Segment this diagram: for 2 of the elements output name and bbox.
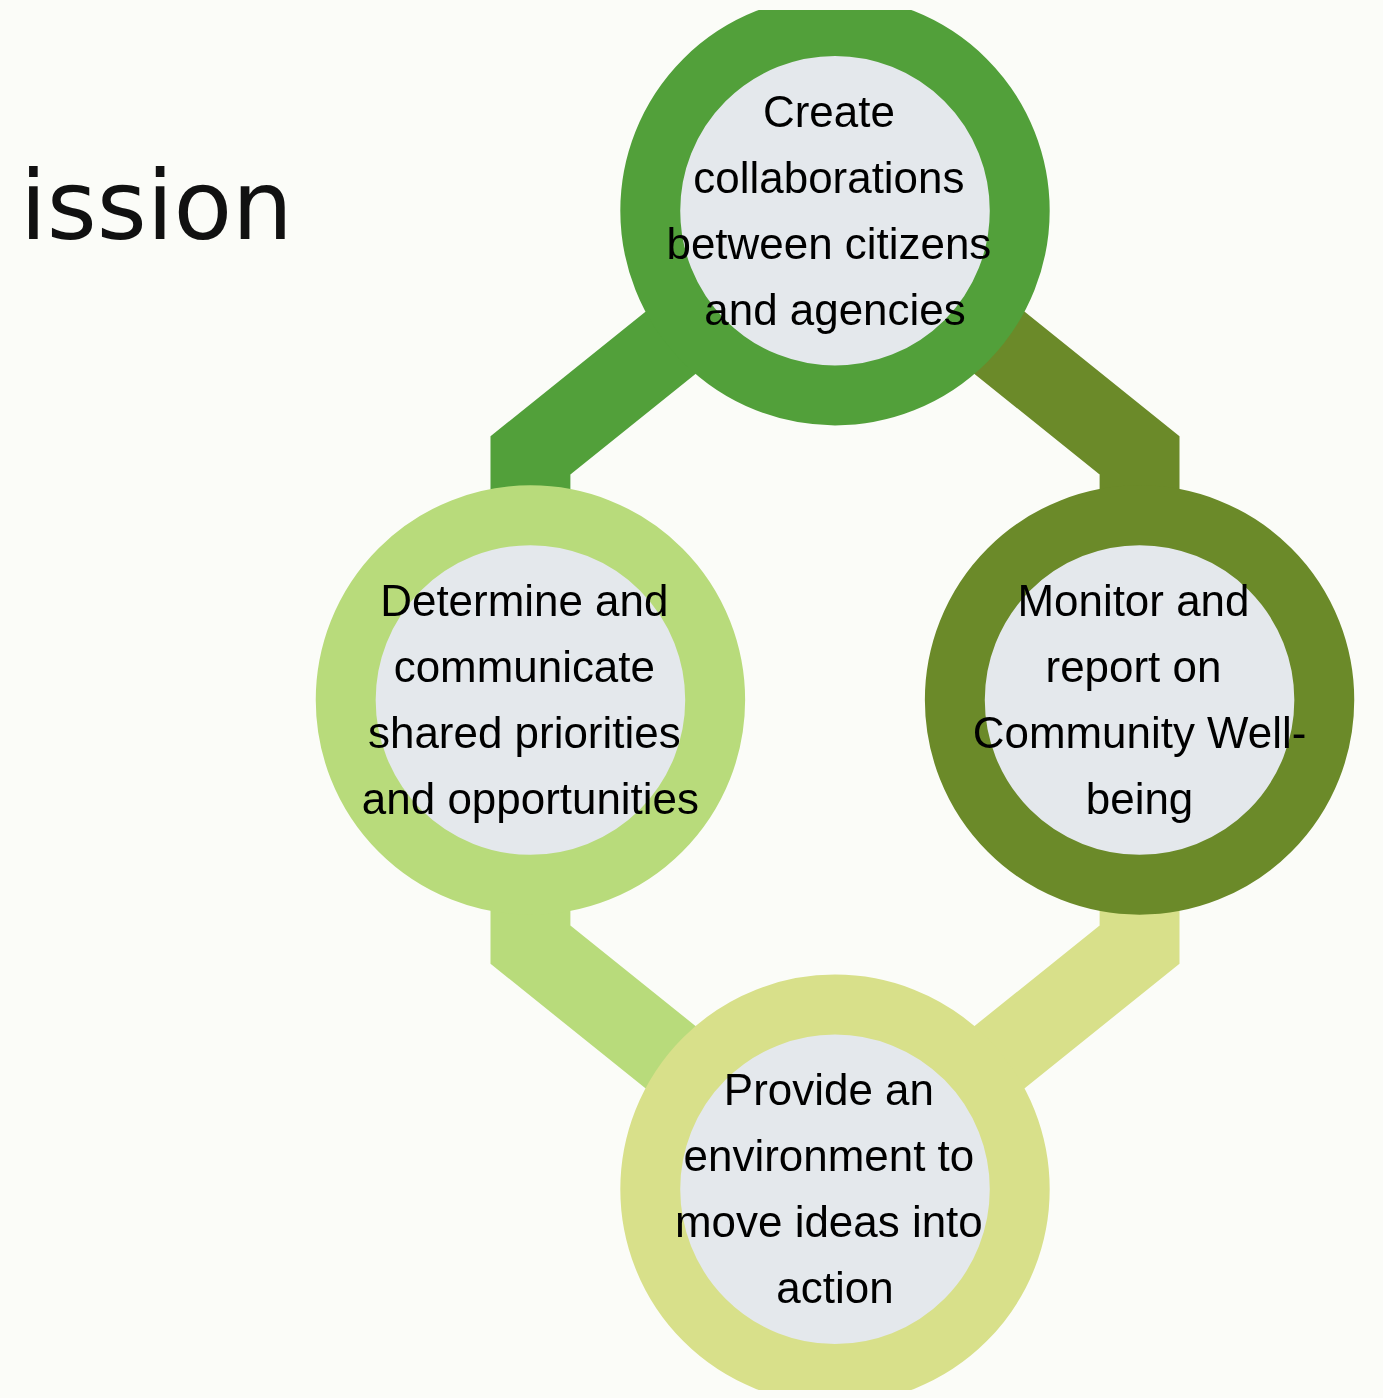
title: ission [20, 150, 293, 262]
node-circle: Provide an environment to move ideas into action [620, 974, 1050, 1390]
